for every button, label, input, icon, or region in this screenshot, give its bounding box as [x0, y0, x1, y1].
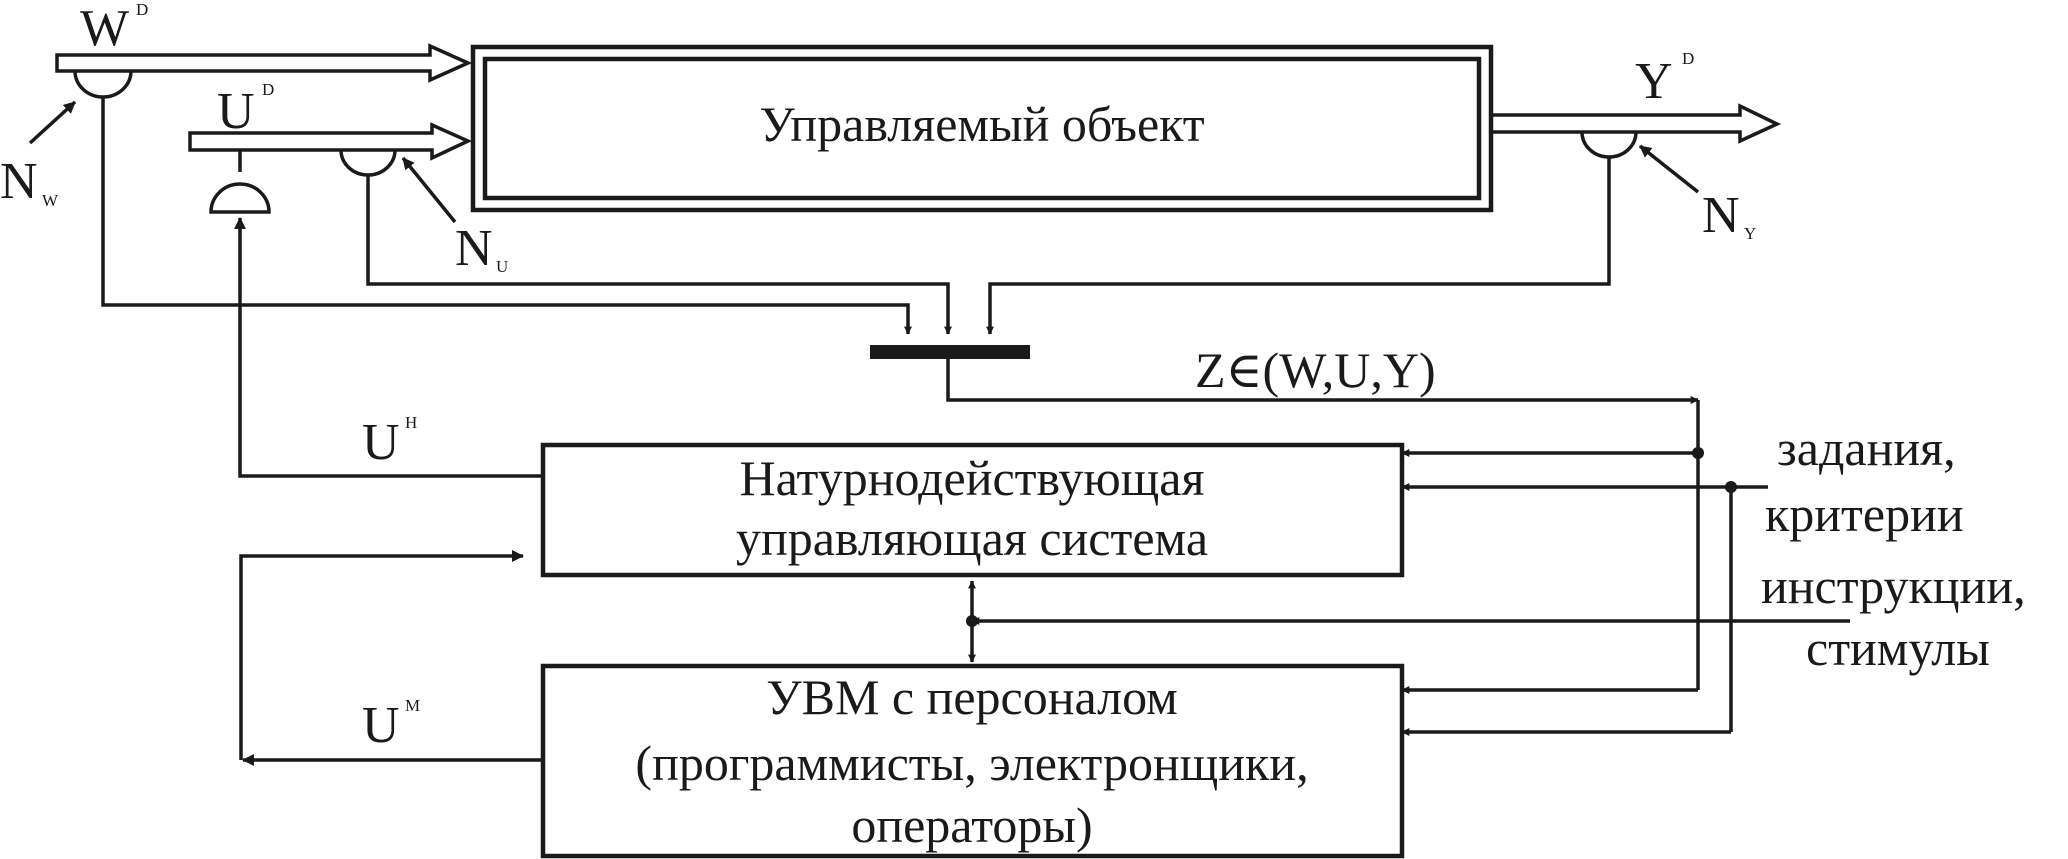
measurement-lines: [101, 97, 1611, 335]
um-label: U: [362, 697, 400, 754]
svg-text:W: W: [42, 191, 59, 210]
svg-text:Y: Y: [1744, 224, 1756, 243]
u-actuator: [209, 182, 271, 214]
uh-label: U: [362, 414, 400, 471]
w-sensor: [73, 70, 133, 99]
svg-text:D: D: [262, 80, 274, 99]
disturbance-ny: N Y: [1638, 144, 1756, 244]
disturbance-nw: N W: [0, 100, 77, 210]
instructions-label-2: стимулы: [1806, 620, 1990, 676]
nu-label: N: [455, 220, 493, 277]
svg-text:D: D: [1682, 49, 1694, 68]
controlled-object-block: Управляемый объект: [470, 44, 1494, 213]
um-feedback-line: U M: [239, 550, 543, 766]
z-label: Z∈(W,U,Y): [1195, 342, 1436, 398]
computer-label-2: (программисты, электронщики,: [635, 735, 1308, 791]
uh-control-line: U H: [234, 217, 543, 478]
instructions-label-1: инструкции,: [1761, 558, 2026, 614]
tasks-input-line: задания, критерии: [1401, 420, 1964, 736]
nw-label: N: [0, 153, 38, 210]
tasks-label-1: задания,: [1777, 420, 1956, 476]
computer-block: УВМ с персоналом (программисты, электрон…: [540, 663, 1405, 859]
controlled-object-label: Управляемый объект: [759, 96, 1204, 152]
y-sensor: [1580, 131, 1638, 159]
control-system-block: Натурнодействующая управляющая система: [540, 442, 1405, 578]
instructions-input-line: инструкции, стимулы: [971, 558, 2026, 676]
w-label: W: [80, 0, 129, 57]
tasks-label-2: критерии: [1765, 486, 1964, 542]
control-system-label-1: Натурнодействующая: [740, 450, 1205, 506]
disturbance-nu: N U: [401, 156, 508, 277]
svg-text:U: U: [496, 257, 508, 276]
svg-text:D: D: [136, 0, 148, 19]
signal-combiner-bar: [870, 345, 1030, 359]
u-label: U: [217, 83, 255, 140]
svg-text:H: H: [405, 413, 417, 432]
control-system-label-2: управляющая система: [736, 510, 1208, 566]
computer-label-1: УВМ с персоналом: [766, 669, 1178, 725]
u-sensor: [339, 149, 397, 177]
svg-text:M: M: [405, 696, 420, 715]
z-signal-line: Z∈(W,U,Y): [946, 342, 1704, 694]
ny-label: N: [1702, 187, 1740, 244]
computer-label-3: операторы): [851, 797, 1092, 853]
bidirectional-link: [966, 580, 978, 663]
w-input-arrow: W D: [55, 0, 473, 99]
u-input-arrow: U D: [188, 80, 473, 214]
y-output-arrow: Y D: [1489, 49, 1782, 159]
y-label: Y: [1635, 53, 1673, 110]
